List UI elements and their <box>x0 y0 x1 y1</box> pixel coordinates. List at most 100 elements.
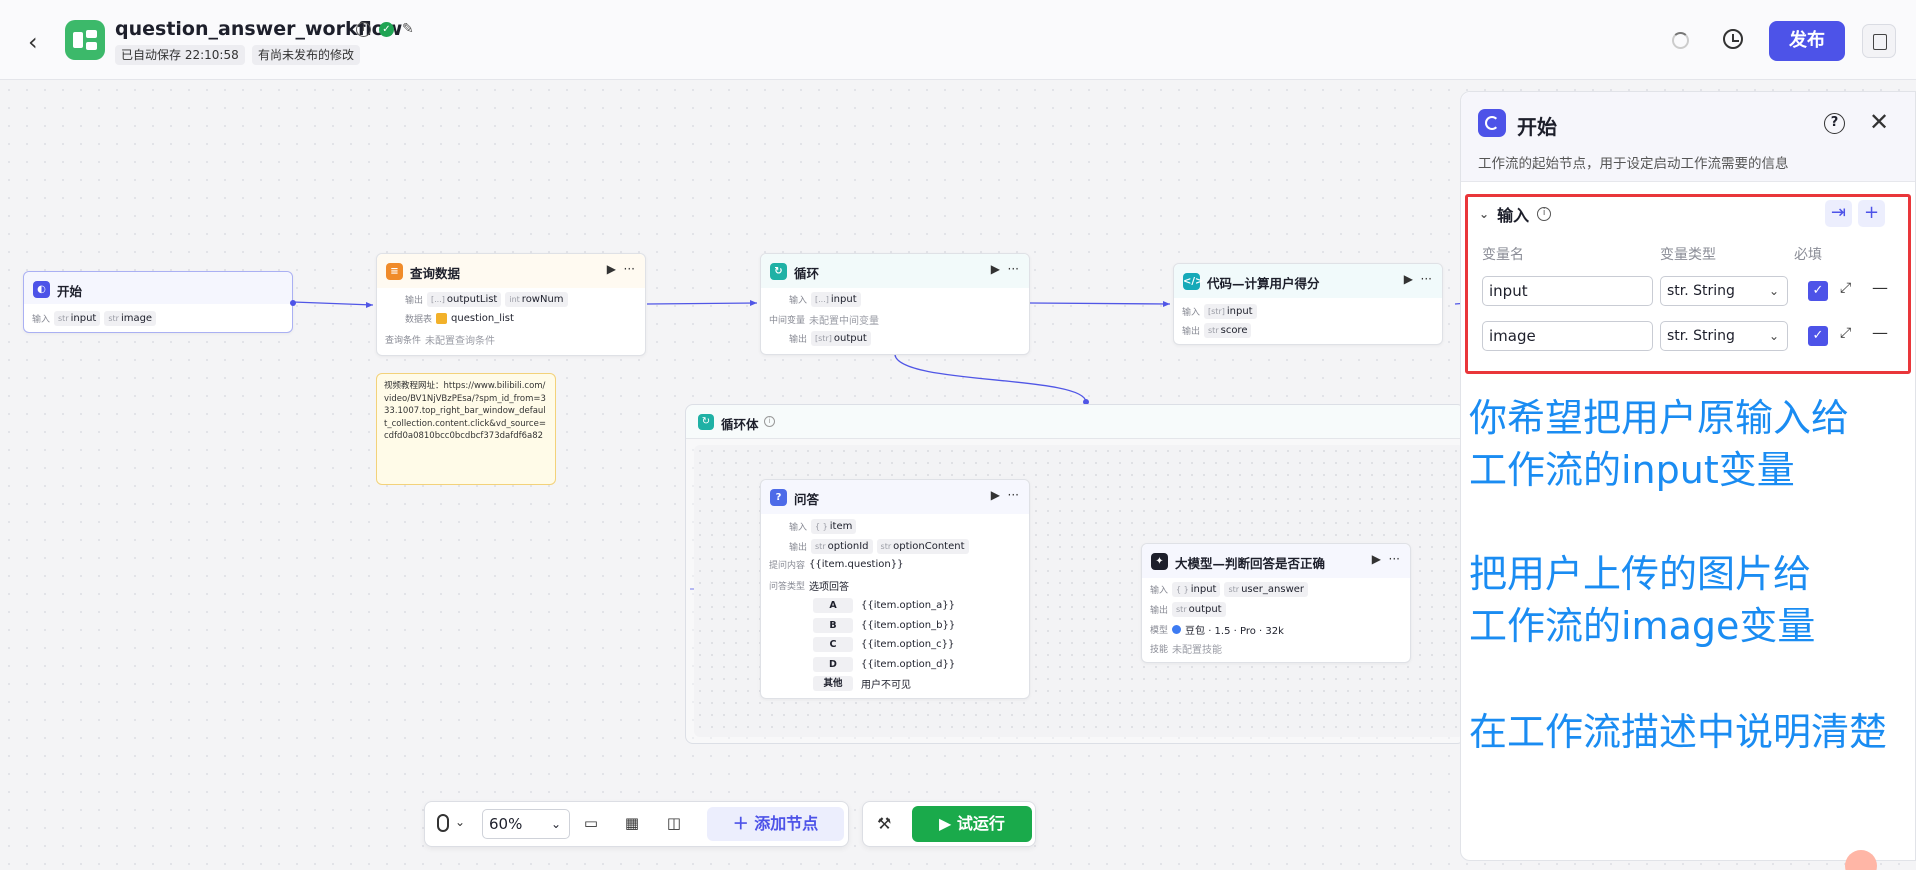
layout-icon[interactable]: ▦ <box>624 814 640 832</box>
question-icon: ? <box>770 489 787 506</box>
qa-question: 提问内容 {{item.question}} <box>769 559 904 571</box>
highlight-box <box>1465 194 1911 374</box>
llm-icon: ✦ <box>1151 553 1168 570</box>
assistant-avatar[interactable] <box>1845 850 1877 870</box>
loop-input: 输入 [...]input <box>789 292 861 307</box>
node-actions[interactable]: ▶ ··· <box>1403 272 1432 286</box>
expand-icon[interactable]: ⤢ <box>1840 325 1852 341</box>
required-checkbox[interactable]: ✓ <box>1808 326 1828 346</box>
input-section-title: 输入 <box>1497 206 1530 225</box>
canvas-toolbar: ⌄ 60%⌄ ▭ ▦ ◫ ＋ 添加节点 <box>424 801 849 847</box>
autosave-badge: 已自动保存 22:10:58 <box>115 45 245 65</box>
add-variable-button[interactable]: + <box>1858 200 1885 227</box>
copy-icon[interactable] <box>1862 24 1896 58</box>
edit-icon[interactable]: ✎ <box>402 21 414 37</box>
minimap-icon[interactable]: ◫ <box>666 814 682 832</box>
output-port[interactable] <box>290 300 296 306</box>
annotation-text: 在工作流描述中说明清楚 <box>1469 710 1888 754</box>
node-loop[interactable]: ↻ 循环 ▶ ··· 输入 [...]input 中间变量 未配置中间变量 输出… <box>760 253 1030 355</box>
title-icons: i ✓ ✎ <box>356 21 414 37</box>
qa-option-row: B{{item.option_b}} <box>813 618 955 633</box>
database-icon: ≡ <box>386 263 403 280</box>
expand-icon[interactable]: ⤢ <box>1840 280 1852 296</box>
remove-icon[interactable]: — <box>1872 278 1888 297</box>
comment-icon[interactable]: ▭ <box>583 814 599 832</box>
table-icon <box>436 313 448 324</box>
zoom-select[interactable]: 60%⌄ <box>482 809 570 839</box>
query-table: 数据表 question_list <box>405 313 514 325</box>
input-section-header[interactable]: ⌄ 输入 i <box>1479 202 1552 226</box>
qa-input: 输入 { }item <box>789 519 857 534</box>
node-actions[interactable]: ▶ ··· <box>990 488 1019 502</box>
loop-icon: ↻ <box>698 414 714 430</box>
workflow-logo-icon <box>65 20 105 60</box>
node-start-title: 开始 <box>57 284 83 299</box>
publish-button[interactable]: 发布 <box>1769 21 1845 61</box>
qa-answer-type: 问答类型 选项回答 <box>769 582 850 593</box>
col-var-type: 变量类型 <box>1660 247 1716 263</box>
model-icon <box>1172 625 1182 634</box>
wrench-icon[interactable]: ⚒ <box>877 814 892 833</box>
qa-option-row: 其他用户不可见 <box>813 676 911 691</box>
close-icon[interactable]: ✕ <box>1869 108 1890 136</box>
top-header: ‹ question_answer_workflow i ✓ ✎ 已自动保存 2… <box>0 0 1916 80</box>
note-card[interactable]: 视频教程网址：https://www.bilibili.com/video/BV… <box>376 373 556 485</box>
add-node-button[interactable]: ＋ 添加节点 <box>707 807 844 841</box>
unpublished-badge: 有尚未发布的修改 <box>252 45 361 65</box>
node-loop-title: 循环 <box>794 266 820 281</box>
node-actions[interactable]: ▶ ··· <box>990 262 1019 276</box>
import-icon[interactable]: ⇥ <box>1825 200 1852 227</box>
node-code[interactable]: </> 代码—计算用户得分 ▶ ··· 输入 [str]input 输出 str… <box>1173 263 1443 345</box>
loop-icon: ↻ <box>770 263 787 280</box>
required-checkbox[interactable]: ✓ <box>1808 281 1828 301</box>
check-circle-icon: ✓ <box>379 21 394 37</box>
node-llm-title: 大模型—判断回答是否正确 <box>1175 556 1326 571</box>
node-qa-title: 问答 <box>794 492 820 507</box>
back-arrow-icon[interactable]: ‹ <box>28 28 38 56</box>
qa-option-row: D{{item.option_d}} <box>813 657 955 672</box>
var-type-select[interactable]: str. String⌄ <box>1660 321 1788 351</box>
info-icon[interactable]: i <box>356 21 371 37</box>
run-toolbar: ⚒ ▶ 试运行 <box>862 801 1036 847</box>
workflow-title: question_answer_workflow <box>115 18 403 40</box>
annotation-text: 把用户上传的图片给 <box>1469 552 1812 596</box>
loop-body-title: 循环体 <box>721 417 759 432</box>
var-type-select[interactable]: str. String⌄ <box>1660 276 1788 306</box>
help-icon[interactable]: ? <box>1824 113 1845 134</box>
annotation-text: 工作流的image变量 <box>1469 604 1816 648</box>
loading-icon <box>1672 32 1689 49</box>
node-code-title: 代码—计算用户得分 <box>1207 276 1320 291</box>
start-icon <box>1478 109 1506 137</box>
var-name-input[interactable] <box>1482 276 1653 306</box>
chevron-down-icon: ⌄ <box>550 817 561 831</box>
llm-skill: 技能 未配置技能 <box>1150 645 1223 656</box>
chevron-down-icon: ⌄ <box>1768 329 1779 343</box>
panel-description: 工作流的起始节点，用于设定启动工作流需要的信息 <box>1478 156 1789 172</box>
test-run-button[interactable]: ▶ 试运行 <box>912 806 1032 842</box>
chevron-down-icon[interactable]: ⌄ <box>455 815 466 829</box>
var-name-input[interactable] <box>1482 321 1653 351</box>
annotation-text: 工作流的input变量 <box>1469 448 1795 492</box>
panel-title: 开始 <box>1517 115 1557 139</box>
node-actions[interactable]: ▶ ··· <box>1371 552 1400 566</box>
code-input: 输入 [str]input <box>1182 304 1257 319</box>
chevron-down-icon[interactable]: ⌄ <box>1479 207 1490 221</box>
history-icon[interactable] <box>1723 29 1743 49</box>
info-icon[interactable]: i <box>1537 207 1552 221</box>
node-actions[interactable]: ▶ ··· <box>606 262 635 276</box>
mouse-icon[interactable] <box>437 814 449 832</box>
query-condition: 查询条件 未配置查询条件 <box>385 336 496 347</box>
info-icon[interactable]: i <box>764 416 775 427</box>
remove-icon[interactable]: — <box>1872 323 1888 342</box>
